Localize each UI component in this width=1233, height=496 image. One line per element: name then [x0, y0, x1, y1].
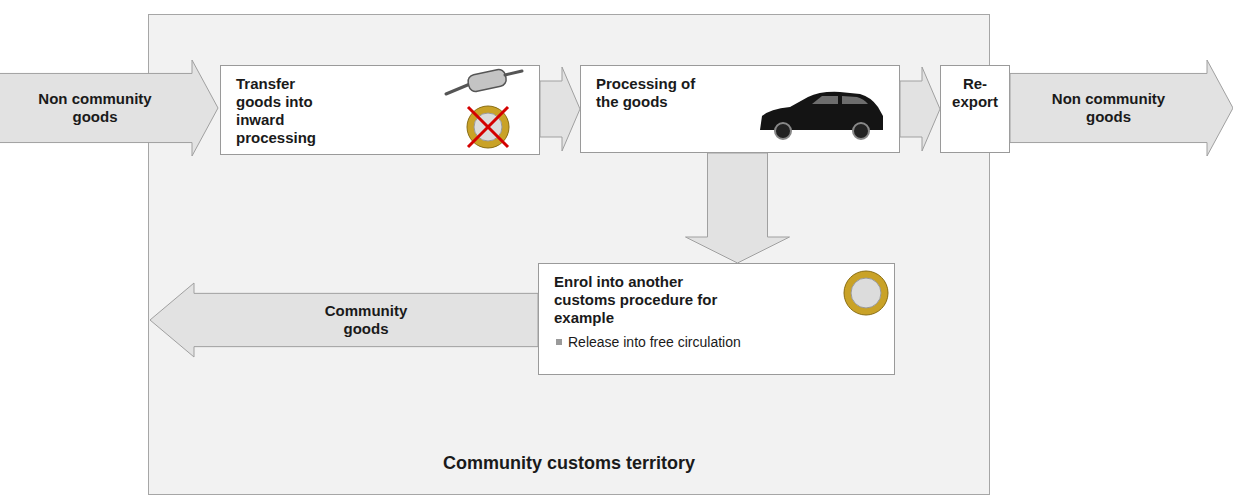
exhaust-pipe — [505, 71, 522, 75]
muffler-body — [467, 68, 508, 93]
customs-territory: Transfer goods into inward processing Pro… — [148, 14, 990, 495]
bullet-item: Release into free circulation — [554, 333, 879, 351]
block-arrow-shape — [0, 60, 218, 156]
box-label: Processing of the goods — [596, 75, 706, 111]
block-arrow-connector — [686, 153, 790, 263]
cross-line — [468, 107, 508, 147]
car-body — [760, 92, 883, 130]
cross-line — [468, 107, 508, 147]
box-label: Non community goods — [1049, 90, 1169, 126]
coin-centre — [851, 278, 881, 308]
car-window — [812, 96, 868, 104]
box-label: Transfer goods into inward processing — [236, 75, 336, 147]
car-wheel — [775, 123, 791, 139]
block-arrow-shape — [150, 283, 538, 357]
coin-ring — [844, 271, 888, 315]
coin-centre — [474, 113, 502, 141]
car-wheel — [853, 123, 869, 139]
goods-arrow: Non community goods — [0, 60, 218, 156]
region-title: Community customs territory — [149, 452, 989, 474]
process-box: Processing of the goods — [580, 65, 900, 153]
process-box: Re- export — [940, 65, 1010, 153]
crossed-coin-icon — [467, 106, 509, 148]
coin-ring — [467, 106, 509, 148]
process-box: Transfer goods into inward processing — [220, 65, 540, 155]
exhaust-pipe — [446, 84, 470, 94]
box-label: Community goods — [311, 302, 421, 338]
block-arrow-connector — [540, 67, 580, 151]
goods-arrow: Community goods — [150, 283, 538, 357]
box-label: Enrol into another customs procedure for… — [554, 273, 729, 327]
goods-arrow: Non community goods — [1010, 60, 1233, 156]
exhaust-icon — [446, 68, 522, 94]
car-icon — [760, 92, 883, 139]
box-label: Re- export — [945, 75, 1005, 111]
block-arrow-shape — [1010, 60, 1233, 156]
box-label: Non community goods — [35, 90, 155, 126]
coin-icon — [844, 271, 888, 315]
block-arrow-connector — [900, 67, 940, 151]
procedure-box: Enrol into another customs procedure for… — [538, 263, 895, 375]
